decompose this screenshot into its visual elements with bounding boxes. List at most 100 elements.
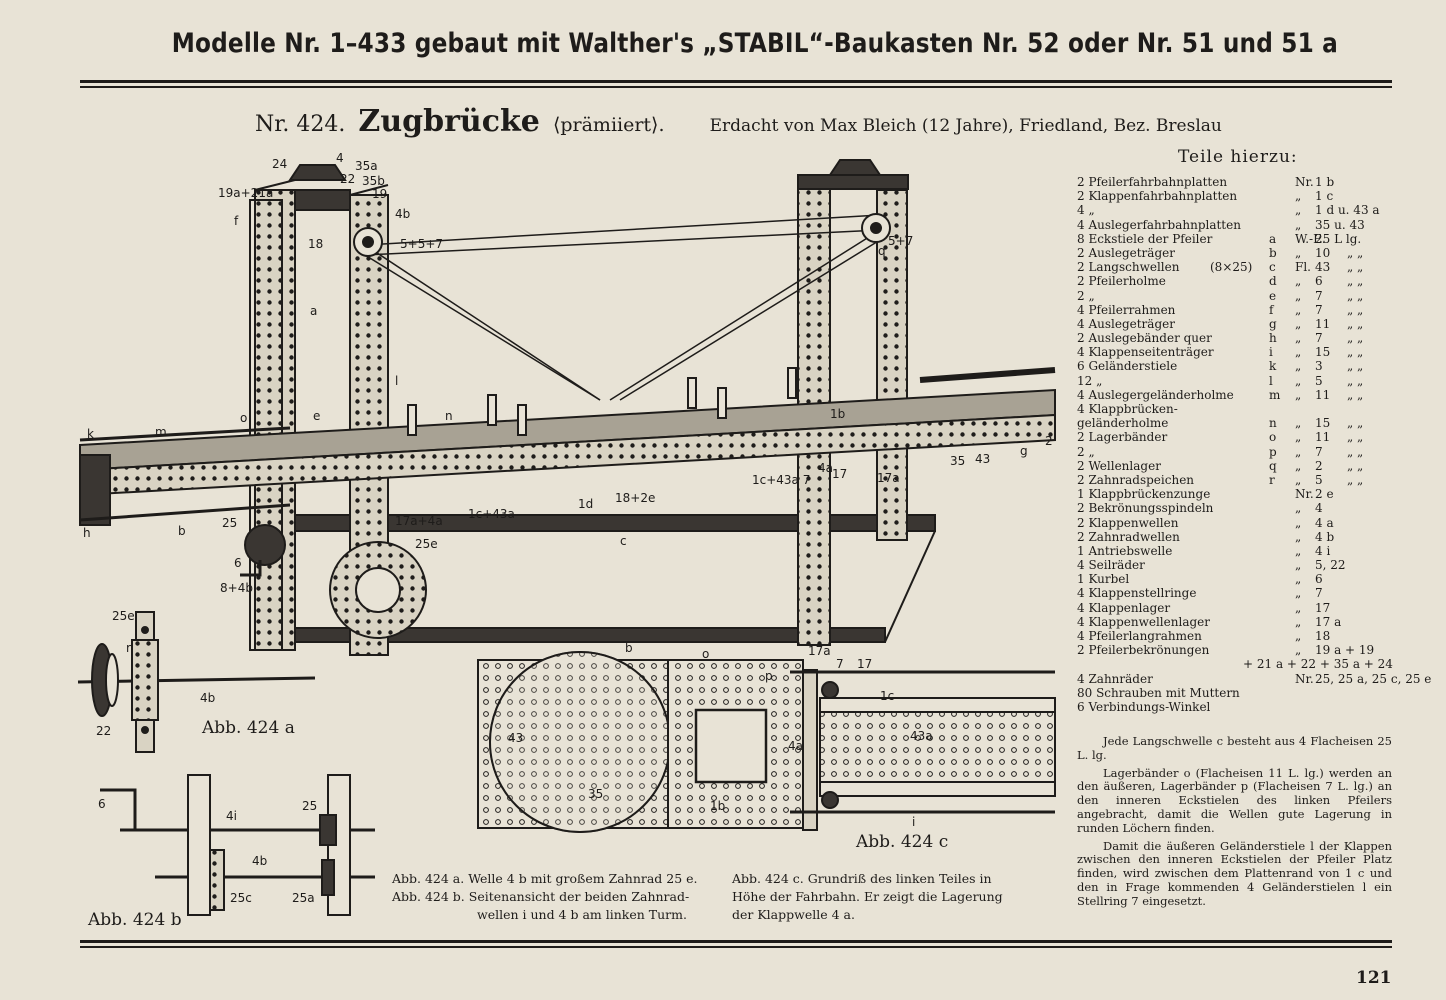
note-paragraph: Lagerbänder o (Flacheisen 11 L. lg.) wer… — [1077, 765, 1392, 835]
part-letter: k — [1269, 359, 1277, 374]
part-desc: 4 Pfeilerlangrahmen — [1077, 629, 1202, 643]
part-desc: 4 Pfeilerrahmen — [1077, 302, 1176, 317]
part-num: 4 b — [1315, 529, 1335, 544]
parts-list-row: 2 Zahnradwellen„4 b — [1077, 530, 1397, 544]
part-desc: 2 Pfeilerholme — [1077, 274, 1166, 289]
part-desc: 4 Klappenstellringe — [1077, 586, 1197, 601]
part-desc: 80 Schrauben mit Muttern — [1077, 685, 1240, 700]
part-label: i — [912, 815, 915, 829]
part-src: „ — [1295, 274, 1302, 289]
part-num: 43 — [1315, 260, 1331, 275]
part-label: 1d — [578, 497, 593, 511]
part-num: 1 d u. 43 a — [1315, 203, 1380, 218]
figure-424c-drawing — [477, 651, 1056, 833]
part-src: „ — [1295, 515, 1302, 530]
part-num: 11 — [1315, 316, 1331, 331]
part-label: 4i — [226, 809, 237, 823]
part-label: 19 — [372, 187, 387, 201]
part-src: Nr. — [1295, 671, 1314, 686]
part-label: g — [1020, 444, 1028, 458]
left-tower-post — [254, 189, 296, 651]
part-extra: „ „ — [1347, 345, 1364, 360]
part-label: 17a — [877, 471, 900, 485]
part-src: „ — [1295, 543, 1302, 558]
page-number: 121 — [1356, 968, 1392, 988]
part-extra: „ „ — [1347, 416, 1364, 431]
figure-424a-drawing — [77, 611, 316, 753]
part-label: 4b — [200, 691, 215, 705]
part-src: „ — [1295, 572, 1302, 587]
caption-line: Abb. 424 a. Welle 4 b mit großem Zahnrad… — [392, 871, 698, 886]
parts-list-row: 1 Kurbel„6 — [1077, 572, 1397, 586]
parts-list-row: 4 Klappbrücken- — [1077, 402, 1397, 416]
part-src: „ — [1295, 586, 1302, 601]
footer-rule-thin — [80, 946, 1392, 948]
part-src: „ — [1295, 614, 1302, 629]
parts-list-row: 2 Pfeilerbekrönungen„19 a + 19 — [1077, 643, 1397, 657]
part-label: b — [178, 524, 186, 538]
parts-list-row: + 21 a + 22 + 35 a + 24 — [1077, 657, 1397, 671]
part-desc: 2 Auslegeträger — [1077, 245, 1175, 260]
part-num: 11 — [1315, 387, 1331, 402]
figure-label-424c: Abb. 424 c — [856, 832, 949, 852]
part-letter: p — [1269, 444, 1277, 459]
part-letter: r — [1269, 472, 1275, 487]
part-label: 25e — [112, 609, 135, 623]
part-num: 25, 25 a, 25 c, 25 e — [1315, 671, 1432, 686]
figure-424b-drawing — [100, 774, 375, 916]
part-num: 19 a + 19 — [1315, 643, 1375, 658]
part-label: 35 — [950, 454, 965, 468]
part-label: 35a — [355, 159, 378, 173]
part-desc: 2 Zahnradspeichen — [1077, 472, 1195, 487]
part-label: 7 — [836, 657, 844, 671]
parts-list-row: 4 Pfeilerlangrahmen„18 — [1077, 629, 1397, 643]
part-num: 25 L lg. — [1315, 231, 1362, 246]
part-label: p — [765, 669, 773, 683]
part-num: 7 — [1315, 444, 1323, 459]
footer-rule — [80, 940, 1392, 943]
parts-list-row: 4 Seilräder„5, 22 — [1077, 558, 1397, 572]
caption-line: Abb. 424 b. Seitenansicht der beiden Zah… — [392, 889, 690, 904]
part-label: m — [155, 425, 167, 439]
part-num: 2 e — [1315, 487, 1334, 502]
part-desc: 4 Auslegergeländerholme — [1077, 387, 1234, 402]
parts-list-row: 4 Klappenlager„17 — [1077, 601, 1397, 615]
part-letter: d — [1269, 274, 1277, 289]
part-label: 6 — [98, 797, 106, 811]
part-extra: „ „ — [1347, 472, 1364, 487]
part-letter: f — [1269, 302, 1274, 317]
part-extra: „ „ — [1347, 260, 1364, 275]
part-desc: 1 Klappbrückenzunge — [1077, 487, 1211, 502]
part-label: 5+7 — [888, 234, 913, 248]
part-label: r — [126, 641, 131, 655]
caption-line: wellen i und 4 b am linken Turm. — [477, 907, 687, 922]
part-src: „ — [1295, 316, 1302, 331]
parts-list-row: 2 „p„7„ „ — [1077, 445, 1397, 459]
part-label: 1c+43a — [468, 507, 515, 521]
part-label: k — [87, 427, 94, 441]
part-label: 5+5+7 — [400, 237, 443, 251]
part-src: „ — [1295, 345, 1302, 360]
part-desc: 2 Klappenwellen — [1077, 515, 1179, 530]
note-paragraph: Damit die äußeren Geländerstiele l der K… — [1077, 838, 1392, 908]
part-letter: g — [1269, 316, 1277, 331]
part-label: 4b — [252, 854, 267, 868]
figure-caption: Abb. 424 c. Grundriß des linken Teiles i… — [732, 870, 1003, 924]
part-num: 5 — [1315, 373, 1323, 388]
caption-line: Abb. 424 c. Grundriß des linken Teiles i… — [732, 871, 992, 886]
part-desc: 2 Pfeilerfahrbahnplatten — [1077, 175, 1228, 189]
part-num: 11 — [1315, 430, 1331, 445]
part-desc: 2 Auslegebänder quer — [1077, 331, 1212, 346]
part-desc: 2 „ — [1077, 444, 1095, 459]
part-label: o — [240, 411, 247, 425]
part-src: „ — [1295, 558, 1302, 573]
parts-list-row: 80 Schrauben mit Muttern — [1077, 686, 1397, 700]
model-title: Nr. 424. Zugbrücke ⟨prämiiert⟩. Erdacht … — [255, 104, 1222, 139]
